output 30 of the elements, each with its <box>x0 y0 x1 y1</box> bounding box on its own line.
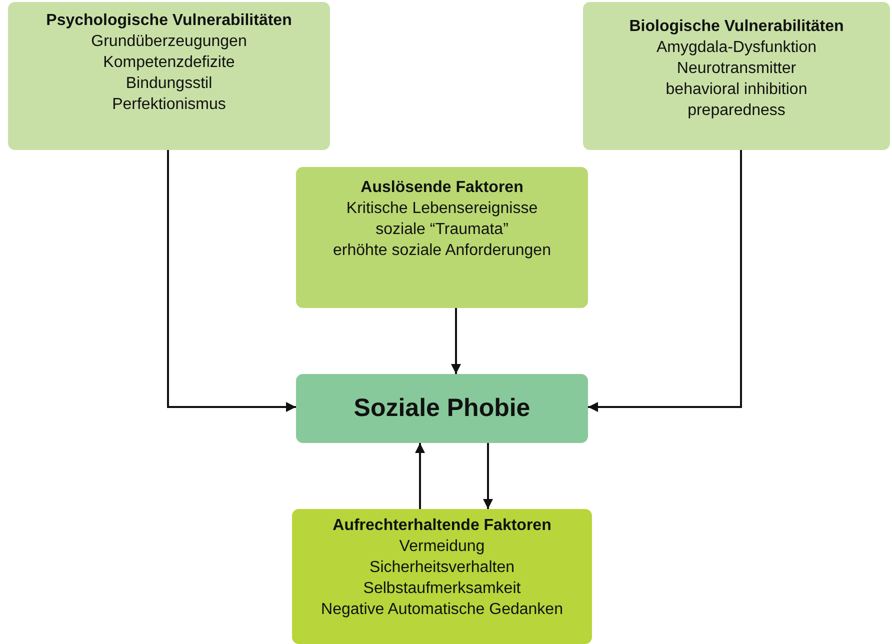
box-heading: Aufrechterhaltende Faktoren <box>332 516 552 536</box>
factor-box <box>583 2 890 150</box>
list-item: Vermeidung <box>399 537 485 557</box>
list-item: erhöhte soziale Anforderungen <box>333 241 551 261</box>
arrow <box>451 308 461 374</box>
list-item: Grundüberzeugungen <box>91 32 247 52</box>
list-item: Negative Automatische Gedanken <box>321 600 563 620</box>
factor-box <box>292 509 592 644</box>
factor-box <box>8 2 330 150</box>
factor-box <box>296 167 588 308</box>
box-heading: Auslösende Faktoren <box>360 178 524 198</box>
box-heading: Psychologische Vulnerabilitäten <box>46 11 292 31</box>
list-item: Bindungsstil <box>126 74 212 94</box>
list-item: Perfektionismus <box>112 95 226 115</box>
list-item: Kompetenzdefizite <box>103 53 235 73</box>
arrow <box>167 150 296 412</box>
list-item: soziale “Traumata” <box>376 220 508 240</box>
arrow <box>483 443 493 509</box>
list-item: Sicherheitsverhalten <box>370 558 514 578</box>
list-item: behavioral inhibition <box>666 80 808 100</box>
list-item: Amygdala-Dysfunktion <box>656 38 817 58</box>
list-item: Neurotransmitter <box>676 59 796 79</box>
node-title: Soziale Phobie <box>354 398 530 419</box>
list-item: preparedness <box>688 101 786 121</box>
arrow <box>588 150 742 412</box>
list-item: Selbstaufmerksamkeit <box>363 579 521 599</box>
box-heading: Biologische Vulnerabilitäten <box>629 17 844 37</box>
list-item: Kritische Lebensereignisse <box>346 199 538 219</box>
arrow <box>415 443 425 509</box>
central-box <box>296 374 588 443</box>
